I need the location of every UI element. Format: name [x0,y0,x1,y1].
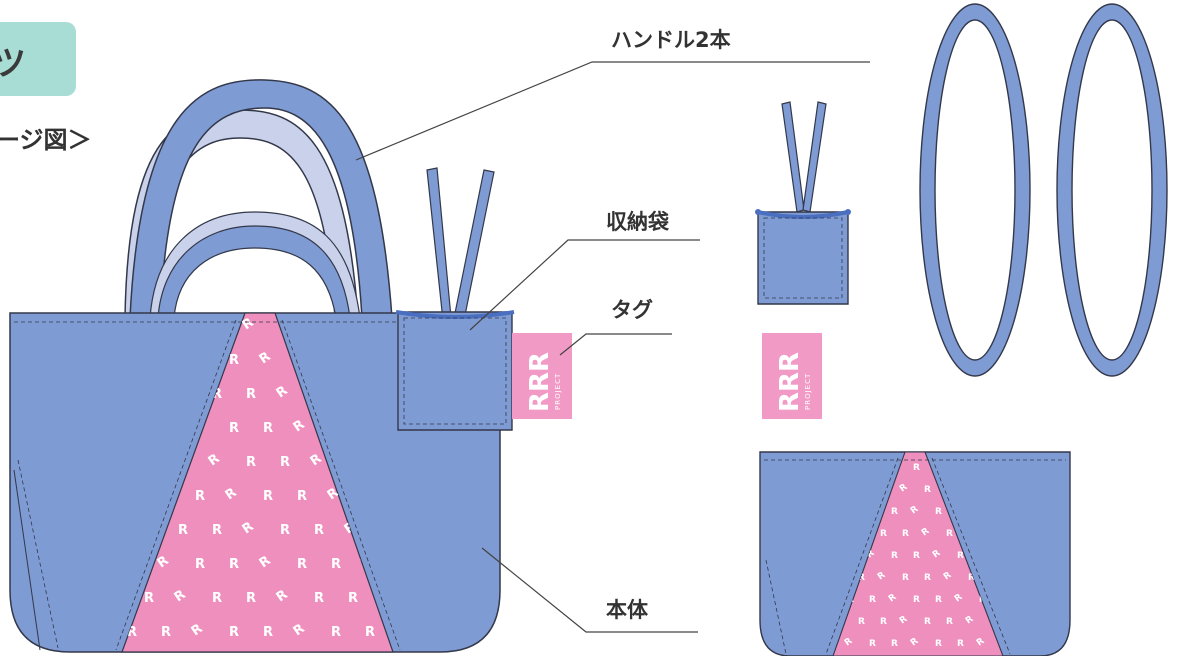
pattern-r-mark: R [898,482,909,494]
leader-body [481,547,698,633]
pattern-r-mark: R [935,639,942,649]
pattern-r-mark: R [880,529,887,539]
tag-logo-text: RRR [525,352,555,412]
pattern-r-mark: R [144,591,154,606]
pattern-r-mark: R [968,573,975,583]
pattern-r-mark: R [331,557,341,572]
label-tag: タグ [611,298,653,322]
pattern-r-mark: R [891,639,898,649]
pattern-r-mark: R [946,617,953,627]
pattern-r-mark: R [246,591,256,606]
pattern-r-mark: R [913,551,920,561]
leader-pouch [469,239,700,331]
pattern-r-mark: R [229,557,239,572]
pattern-r-mark: R [865,548,876,560]
pattern-r-mark: R [891,507,898,517]
label-body: 本体 [606,598,648,622]
pattern-r-mark: R [891,551,898,561]
pattern-r-mark: R [931,548,942,560]
pattern-r-mark: R [920,526,931,538]
pattern-r-mark: R [964,614,975,626]
pattern-r-mark: R [909,504,920,516]
pattern-r-mark: R [348,591,358,606]
pattern-r-mark: R [887,592,898,604]
tag-detached: RRR PROJECT [762,333,822,419]
pattern-r-mark: R [913,463,920,473]
pattern-r-mark: R [314,591,324,606]
pattern-r-mark: R [314,523,324,538]
pattern-r-mark: R [858,617,865,627]
pattern-r-mark: R [263,489,273,504]
pattern-r-mark: R [880,617,887,627]
pouch-detached [755,101,851,305]
pattern-r-mark: R [246,455,256,470]
pattern-r-mark: R [212,591,222,606]
pattern-r-mark: R [869,639,876,649]
pattern-r-mark: R [246,387,256,402]
body-detached: RRRRRRRRRRRRRRRRRRRRRRRRRRRRRRRRRRRRRRRR… [759,451,1071,657]
label-handles: ハンドル2本 [611,28,731,52]
pattern-r-mark: R [924,617,931,627]
pattern-r-mark: R [297,557,307,572]
handle-loop-2 [1056,3,1168,377]
leader-tag [559,333,672,356]
pattern-r-mark: R [953,592,964,604]
pattern-r-mark: R [161,625,171,640]
tag-sub-text: PROJECT [554,373,562,410]
pattern-r-mark: R [229,421,239,436]
pattern-r-mark: R [297,489,307,504]
section-badge: ツ [0,22,76,96]
tag-sub-text-detached: PROJECT [804,373,812,410]
pattern-r-mark: R [876,570,887,582]
diagram-subtitle: ージ図＞ [0,126,92,154]
pattern-r-mark: R [942,570,953,582]
pattern-r-mark: R [843,636,854,648]
label-pouch: 収納袋 [606,210,669,234]
pattern-r-mark: R [935,507,942,517]
pattern-r-mark: R [178,523,188,538]
pattern-r-mark: R [935,595,942,605]
pattern-r-mark: R [898,614,909,626]
pattern-r-mark: R [280,455,290,470]
pattern-r-mark: R [924,485,931,495]
pattern-r-mark: R [957,639,964,649]
pattern-r-mark: R [924,573,931,583]
tag-logo-text-detached: RRR [775,352,805,412]
leader-handles [355,61,870,161]
pattern-r-mark: R [280,523,290,538]
pattern-r-mark: R [913,595,920,605]
leader-lines [355,61,870,633]
pattern-r-mark: R [946,529,953,539]
tag-on-bag: RRR PROJECT [512,333,572,419]
pattern-r-mark: R [263,625,273,640]
pattern-r-mark: R [869,595,876,605]
pattern-r-mark: R [902,573,909,583]
pattern-r-mark: R [195,557,205,572]
pattern-r-mark: R [365,625,375,640]
badge-text: ツ [0,44,26,84]
pattern-r-mark: R [229,625,239,640]
handle-loop-1 [919,3,1031,377]
pattern-r-mark: R [975,636,986,648]
pattern-r-mark: R [902,529,909,539]
pattern-r-mark: R [212,523,222,538]
pattern-r-mark: R [957,551,964,561]
pattern-r-mark: R [263,421,273,436]
pattern-r-mark: R [212,387,222,402]
pattern-r-mark: R [909,636,920,648]
pattern-r-mark: R [331,625,341,640]
pattern-r-mark: R [127,625,137,640]
pouch-on-bag [395,167,515,431]
pattern-r-mark: R [229,353,239,368]
pattern-r-mark: R [195,489,205,504]
pattern-r-mark: R [858,573,865,583]
